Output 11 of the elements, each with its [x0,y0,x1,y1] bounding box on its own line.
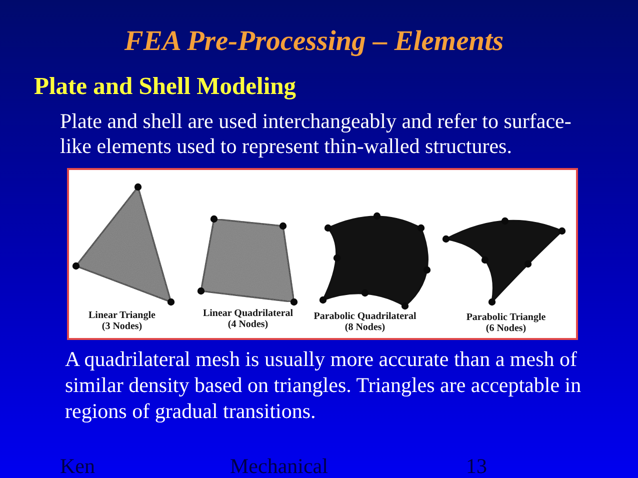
element-caption: Linear Triangle (3 Nodes) [88,310,156,332]
body-paragraph: A quadrilateral mesh is usually more accurate than a mesh of similar density based on triangles. Triangles are acceptable in regions of gradual transitions. [65,346,582,424]
slide-title: FEA Pre-Processing – Elements [123,26,505,58]
section-heading: Plate and Shell Modeling [34,73,296,101]
footer-text: Mechanical [230,454,328,478]
body-paragraph: Plate and shell are used interchangeably and refer to surface-like elements used to represent thin-walled structures. [60,109,572,159]
footer-text: Ken [60,454,95,478]
footer-text: 13 [466,454,487,478]
element-caption: Linear Quadrilateral (4 Nodes) [202,308,294,330]
element-caption: Parabolic Triangle (6 Nodes) [465,312,547,334]
element-caption: Parabolic Quadrilateral (8 Nodes) [312,311,418,333]
